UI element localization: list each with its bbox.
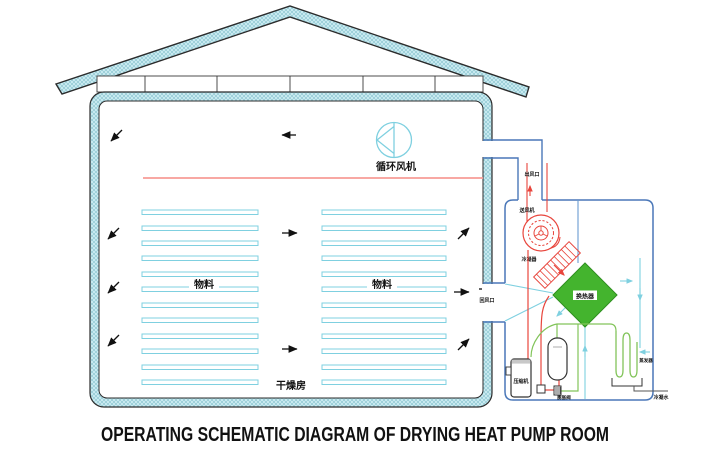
- refrigerant-pipes-green: [530, 323, 617, 392]
- compressor: 压缩机: [505, 358, 532, 398]
- circulation-fan: [375, 121, 413, 159]
- return-wall-opening: [482, 284, 493, 321]
- evaporator-label: 蒸发器: [639, 357, 653, 364]
- roof: [54, 5, 530, 98]
- expansion-valve-label: 膨胀阀: [557, 394, 571, 401]
- right-rack-label-chip: [367, 277, 397, 290]
- outlet-wall-opening: [482, 141, 493, 157]
- throttle-valve: [536, 384, 546, 394]
- circulation-fan-label: 循环风机: [376, 160, 416, 173]
- condensate-label: 冷凝水: [653, 394, 669, 401]
- air-outlet-label: 出风口: [524, 171, 539, 178]
- drying-room-label: 干燥房: [276, 379, 306, 392]
- left-rack-label-chip: [189, 277, 219, 290]
- condenser-label: 冷凝器: [521, 256, 537, 263]
- house-walls: [89, 91, 493, 408]
- left-rack-label: 物料: [194, 278, 214, 291]
- heat-exchanger-label: 换热器: [576, 293, 595, 301]
- evaporator-coil: [615, 331, 638, 378]
- heat-exchanger: 换热器: [552, 262, 618, 328]
- supply-fan: [522, 163, 561, 252]
- right-rack-label: 物料: [372, 278, 392, 291]
- ceiling-beam: [96, 75, 484, 93]
- drip-tray: [611, 378, 643, 387]
- supply-fan-label: 送风机: [518, 207, 534, 214]
- refrigerant-pipes-red: [527, 250, 560, 391]
- expansion-valve: [553, 385, 562, 396]
- compressor-label: 压缩机: [513, 378, 528, 385]
- return-duct: [483, 282, 505, 323]
- condenser-to-exchanger-arrow: [553, 264, 565, 276]
- diagram-title: OPERATING SCHEMATIC DIAGRAM OF DRYING HE…: [101, 424, 609, 446]
- heat-pump-unit-box: [504, 199, 654, 401]
- return-air-label: 回风口: [479, 297, 494, 304]
- condensate-drain: [633, 386, 668, 392]
- supply-duct: [483, 139, 543, 200]
- unit-air-path: [504, 200, 650, 399]
- receiver-tank: [547, 337, 568, 381]
